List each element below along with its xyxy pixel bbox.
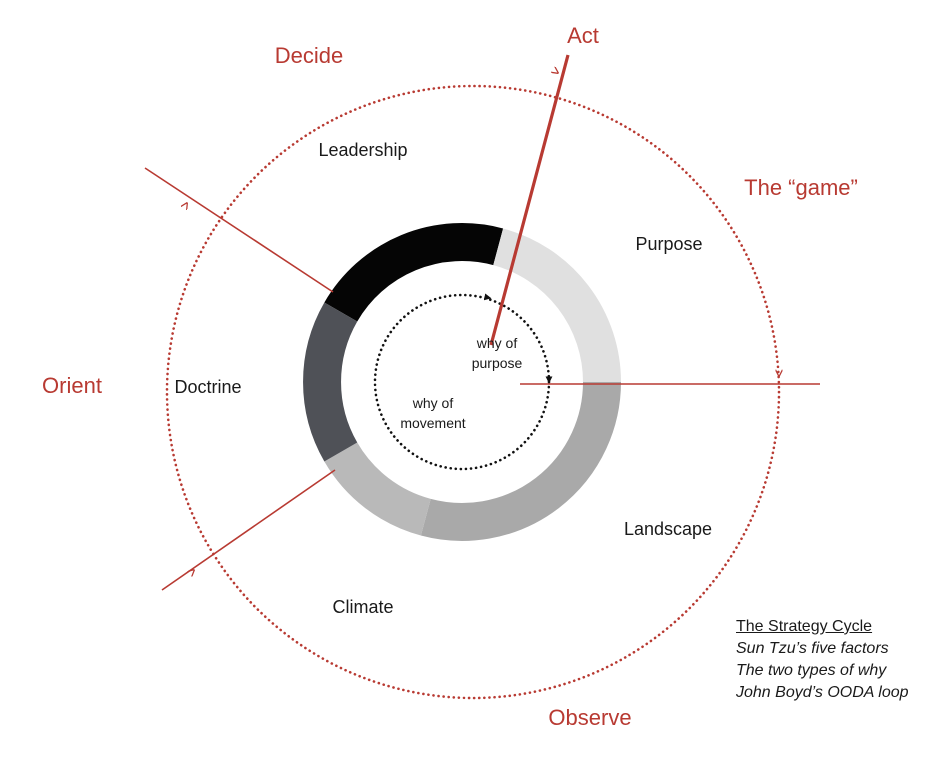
label-act: Act (567, 23, 599, 48)
ring-segment-climate (324, 442, 432, 536)
label-decide: Decide (275, 43, 343, 68)
label-why-purpose-2: purpose (472, 355, 523, 371)
act-line (489, 54, 570, 346)
legend-line-ooda: John Boyd’s OODA loop (736, 684, 909, 701)
divider-orient-observe (161, 469, 336, 591)
ring-segment-purpose (492, 228, 621, 383)
divider-decide-orient (144, 167, 334, 293)
label-game: The “game” (744, 175, 858, 200)
legend-line-two-whys: The two types of why (736, 662, 887, 679)
why-loop-circle (373, 293, 551, 471)
label-observe: Observe (548, 705, 631, 730)
label-why-movement-1: why of (412, 395, 454, 411)
label-landscape: Landscape (624, 519, 712, 539)
label-why-movement-2: movement (400, 415, 465, 431)
arrow-head-top-icon (545, 64, 558, 73)
arrow-head-left-top-icon (179, 203, 187, 216)
label-leadership: Leadership (318, 140, 407, 160)
ring-segment-landscape (420, 381, 621, 541)
label-orient: Orient (42, 373, 102, 398)
label-doctrine: Doctrine (174, 377, 241, 397)
label-purpose: Purpose (635, 234, 702, 254)
label-climate: Climate (332, 597, 393, 617)
ooda-loop-circle (165, 84, 781, 700)
legend-line-five-factors: Sun Tzu’s five factors (736, 640, 889, 657)
ring-segment-doctrine (303, 302, 358, 462)
label-why-purpose-1: why of (476, 335, 518, 351)
ring-segment-leadership (324, 223, 504, 322)
legend-title: The Strategy Cycle (736, 618, 873, 635)
legend-block: The Strategy Cycle Sun Tzu’s five factor… (736, 616, 909, 704)
